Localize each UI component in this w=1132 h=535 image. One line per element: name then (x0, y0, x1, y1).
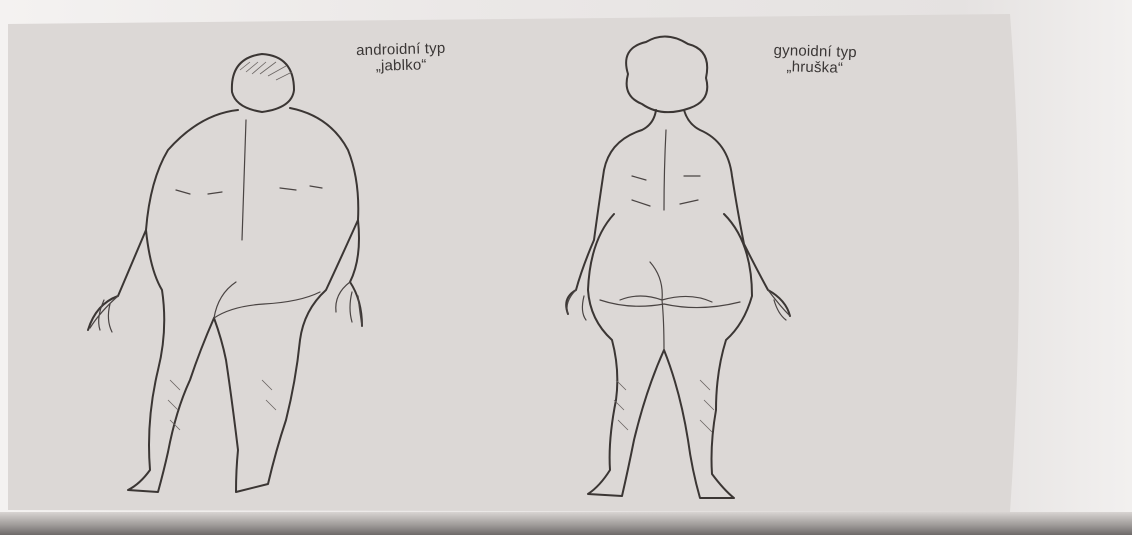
android-type-label: androidní typ „jablko“ (316, 40, 487, 76)
gynoid-type-label: gynoidní typ „hruška“ (745, 42, 886, 78)
page-edge-shadow (0, 512, 1132, 535)
print-panel (8, 14, 1019, 512)
